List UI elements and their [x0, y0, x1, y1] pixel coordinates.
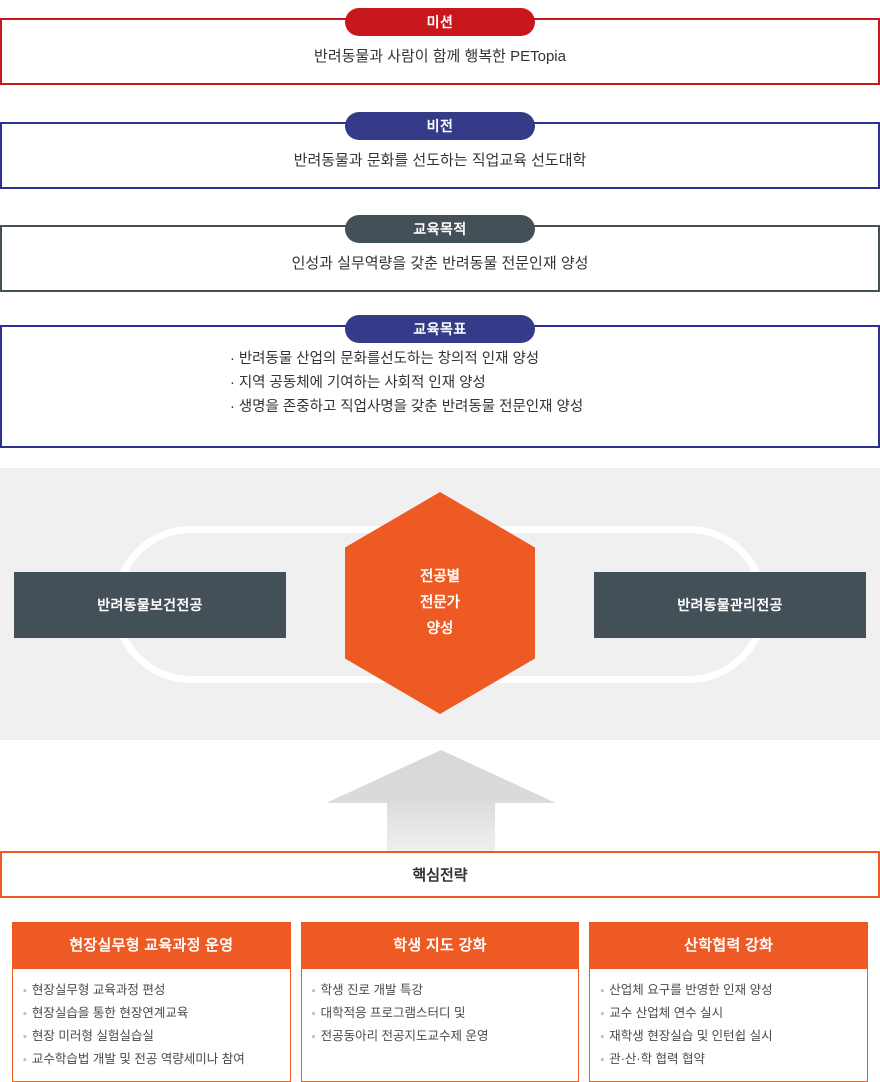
goal-item-text: 반려동물 산업의 문화를선도하는 창의적 인재 양성 [238, 351, 540, 367]
education-goals-label: 교육목표 [345, 315, 535, 343]
strategy-card: 학생 지도 강화 ▪ 학생 진로 개발 특강 ▪ 대학적응 프로그램스터디 및 ▪ 전… [300, 922, 580, 1082]
hexagon-line-1: 전공별 [419, 569, 461, 585]
mission-text: 반려동물과 사람이 함께 행복한 PETopia [314, 48, 566, 65]
square-bullet-icon: ▪ [23, 985, 27, 997]
goal-bullet-icon: · [230, 399, 235, 415]
strategy-card-item: ▪ 교수학습법 개발 및 전공 역량세미나 참여 [23, 1048, 282, 1071]
major-left-box[interactable]: 반려동물보건전공 [14, 572, 286, 638]
strategy-card-body: ▪ 산업체 요구를 반영한 인재 양성 ▪ 교수 산업체 연수 실시 ▪ 재학생 현장… [590, 969, 867, 1081]
education-purpose-banner: 교육목적 인성과 실무역량을 갖춘 반려동물 전문인재 양성 [0, 215, 880, 295]
square-bullet-icon: ▪ [600, 1031, 605, 1043]
square-bullet-icon: ▪ [23, 1054, 27, 1066]
strategy-card-item-text: 교수학습법 개발 및 전공 역량세미나 참여 [31, 1052, 245, 1066]
majors-stage: 반려동물보건전공 반려동물관리전공 전공별 전문가 양성 [0, 468, 880, 740]
strategy-card-item-text: 현장실습을 통한 현장연계교육 [31, 1006, 189, 1020]
strategy-card-list: 현장실무형 교육과정 운영 ▪ 현장실무형 교육과정 편성 ▪ 현장실습을 통한 현… [12, 922, 869, 1082]
strategy-card-item-text: 전공동아리 전공지도교수제 운영 [320, 1029, 489, 1043]
major-right-box[interactable]: 반려동물관리전공 [594, 572, 866, 638]
square-bullet-icon: ▪ [23, 1008, 27, 1020]
square-bullet-icon: ▪ [600, 1008, 605, 1020]
mission-banner: 미션 반려동물과 사람이 함께 행복한 PETopia [0, 8, 880, 88]
education-goals-box [0, 325, 880, 448]
square-bullet-icon: ▪ [311, 1031, 316, 1043]
strategy-card-item-text: 관·산·학 협력 협약 [609, 1052, 706, 1066]
up-arrow-icon [326, 750, 556, 856]
strategy-card-item: ▪ 대학적응 프로그램스터디 및 [312, 1002, 571, 1025]
major-left-label: 반려동물보건전공 [97, 597, 203, 613]
strategy-card-item-text: 현장 미러형 실험실습실 [31, 1029, 154, 1043]
education-goals-list: ·반려동물 산업의 문화를선도하는 창의적 인재 양성 ·지역 공동체에 기여하… [0, 315, 880, 419]
strategy-card-item-text: 산업체 요구를 반영한 인재 양성 [609, 983, 773, 997]
square-bullet-icon: ▪ [600, 1054, 605, 1066]
goal-item: ·반려동물 산업의 문화를선도하는 창의적 인재 양성 [230, 347, 650, 371]
strategy-card-item: ▪ 관·산·학 협력 협약 [600, 1048, 859, 1071]
goal-item: ·지역 공동체에 기여하는 사회적 인재 양성 [230, 371, 650, 395]
education-goals-banner: 교육목표 ·반려동물 산업의 문화를선도하는 창의적 인재 양성 ·지역 공동체… [0, 315, 880, 451]
strategy-card-item: ▪ 재학생 현장실습 및 인턴쉽 실시 [600, 1025, 859, 1048]
strategy-card-item-text: 현장실무형 교육과정 편성 [31, 983, 166, 997]
major-right-label: 반려동물관리전공 [677, 597, 783, 613]
strategy-card-title: 현장실무형 교육과정 운영 [13, 923, 290, 969]
vision-banner: 비전 반려동물과 문화를 선도하는 직업교육 선도대학 [0, 112, 880, 192]
hexagon-line-3: 양성 [426, 621, 454, 637]
strategy-card-item: ▪ 교수 산업체 연수 실시 [600, 1002, 859, 1025]
strategy-card-item-text: 대학적응 프로그램스터디 및 [320, 1006, 466, 1020]
goal-bullet-icon: · [230, 375, 235, 391]
strategy-card-item-text: 학생 진로 개발 특강 [320, 983, 423, 997]
goal-bullet-icon: · [230, 351, 235, 367]
goal-item-text: 지역 공동체에 기여하는 사회적 인재 양성 [238, 375, 486, 391]
goal-item-text: 생명을 존중하고 직업사명을 갖춘 반려동물 전문인재 양성 [238, 399, 584, 415]
core-strategy-box: 핵심전략 [0, 851, 880, 898]
strategy-card-item-text: 재학생 현장실습 및 인턴쉽 실시 [609, 1029, 773, 1043]
strategy-card-title: 산학협력 강화 [590, 923, 868, 969]
vision-text: 반려동물과 문화를 선도하는 직업교육 선도대학 [293, 152, 587, 169]
mission-label: 미션 [345, 8, 535, 36]
square-bullet-icon: ▪ [23, 1031, 27, 1043]
strategy-card-item: ▪ 전공동아리 전공지도교수제 운영 [312, 1025, 571, 1048]
square-bullet-icon: ▪ [311, 985, 316, 997]
strategy-card-body: ▪ 학생 진로 개발 특강 ▪ 대학적응 프로그램스터디 및 ▪ 전공동아리 전공지도… [302, 969, 579, 1081]
hexagon-line-2: 전문가 [419, 595, 461, 611]
square-bullet-icon: ▪ [311, 1008, 316, 1020]
strategy-card-title: 학생 지도 강화 [301, 923, 579, 969]
strategy-card: 현장실무형 교육과정 운영 ▪ 현장실무형 교육과정 편성 ▪ 현장실습을 통한 현… [12, 922, 291, 1082]
strategy-card-item: ▪ 학생 진로 개발 특강 [312, 979, 571, 1002]
strategy-card-item: ▪ 현장실무형 교육과정 편성 [23, 979, 282, 1002]
square-bullet-icon: ▪ [600, 985, 605, 997]
goal-item: ·생명을 존중하고 직업사명을 갖춘 반려동물 전문인재 양성 [230, 395, 650, 419]
strategy-card-body: ▪ 현장실무형 교육과정 편성 ▪ 현장실습을 통한 현장연계교육 ▪ 현장 미러형 … [13, 969, 290, 1081]
strategy-card-item: ▪ 산업체 요구를 반영한 인재 양성 [600, 979, 859, 1002]
strategy-card-item-text: 교수 산업체 연수 실시 [609, 1006, 724, 1020]
vision-label: 비전 [345, 112, 535, 140]
education-purpose-text: 인성과 실무역량을 갖춘 반려동물 전문인재 양성 [291, 255, 589, 272]
education-purpose-label: 교육목적 [345, 215, 535, 243]
strategy-card: 산학협력 강화 ▪ 산업체 요구를 반영한 인재 양성 ▪ 교수 산업체 연수 실시… [589, 922, 869, 1082]
strategy-card-item: ▪ 현장 미러형 실험실습실 [23, 1025, 282, 1048]
core-strategy-label: 핵심전략 [412, 867, 468, 884]
strategy-card-item: ▪ 현장실습을 통한 현장연계교육 [23, 1002, 282, 1025]
